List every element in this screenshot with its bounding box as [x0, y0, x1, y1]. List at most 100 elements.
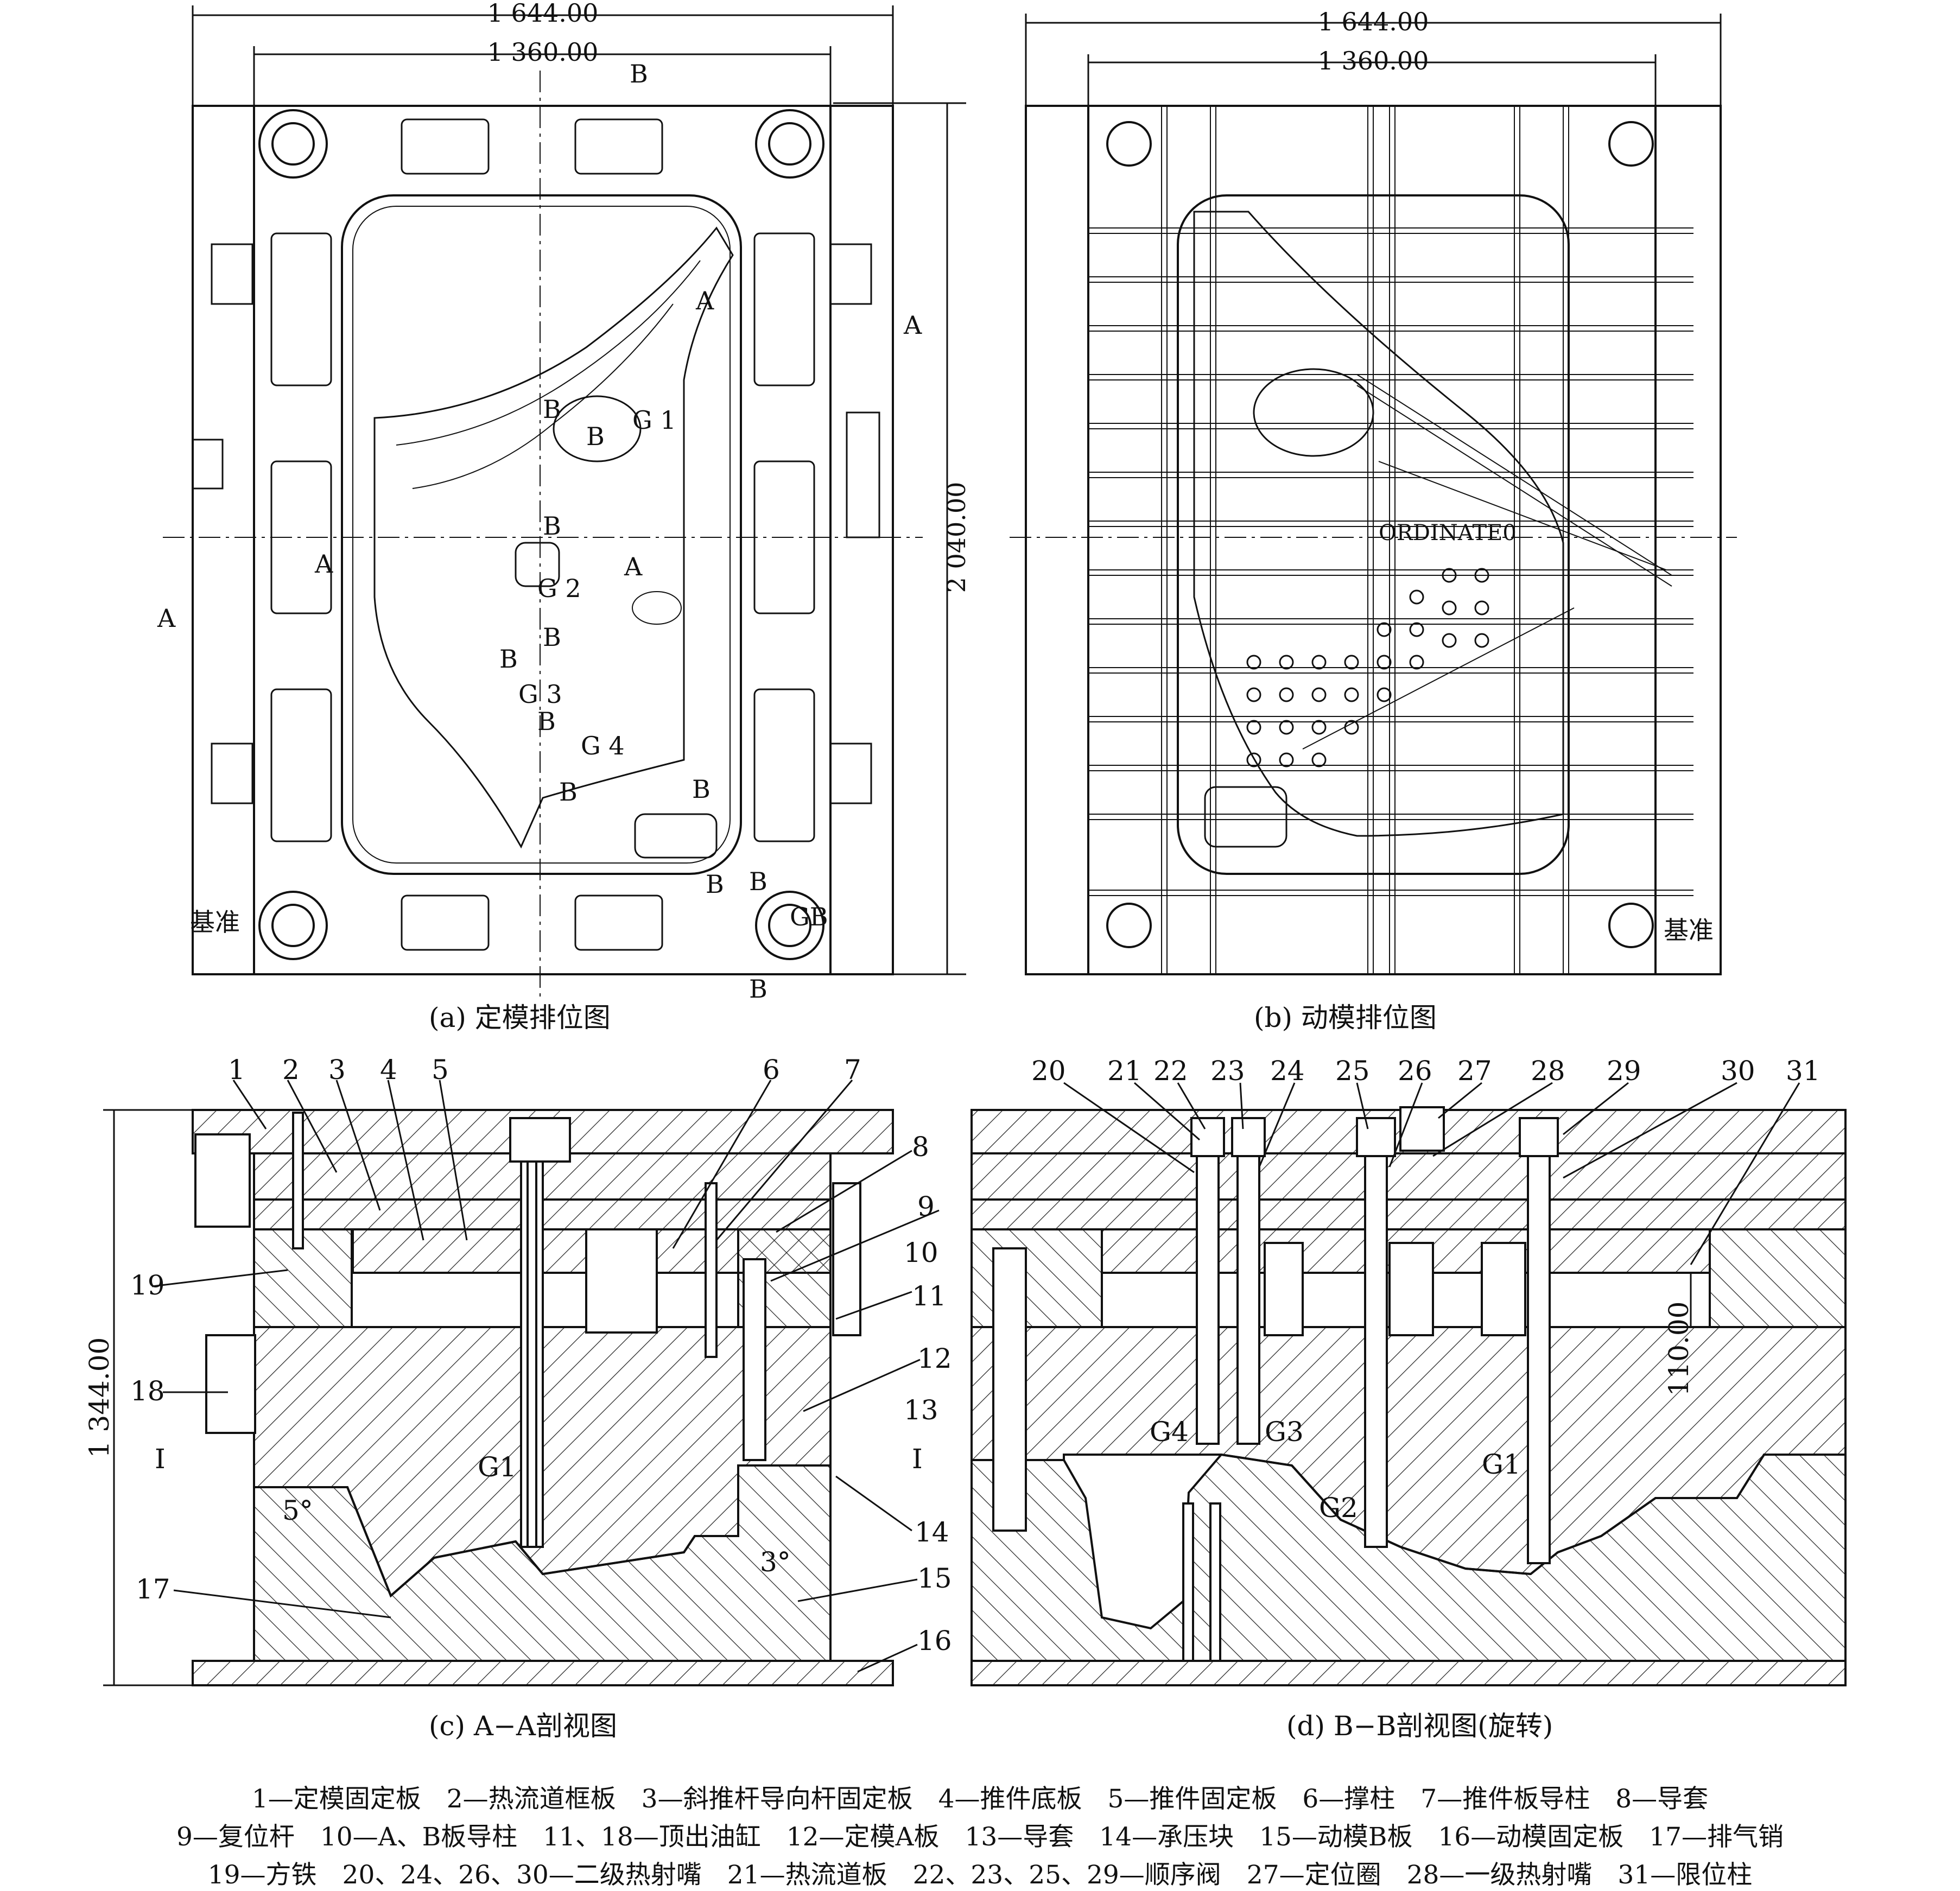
view-d-callout-27: 27 — [1457, 1055, 1492, 1087]
view-b-part-contour — [1193, 211, 1564, 837]
view-a-label-b4: B — [543, 623, 561, 652]
view-b-origin-label: ORDINATE0 — [1379, 521, 1517, 545]
view-c-callout-13: 13 — [904, 1394, 938, 1426]
view-c-callout-1: 1 — [228, 1054, 245, 1086]
view-d-section-bb — [971, 1082, 1847, 1686]
view-a-centerlines — [163, 71, 923, 999]
view-d-spacer-left — [971, 1228, 1103, 1328]
legend-line-1: 1—定模固定板 2—热流道框板 3—斜推杆导向杆固定板 4—推件底板 5—推件固… — [251, 1784, 1709, 1814]
view-c-callout-14: 14 — [915, 1516, 949, 1548]
view-c-callout-17: 17 — [136, 1573, 170, 1605]
view-b-moving-mold-layout — [1010, 14, 1737, 975]
view-d-caption: (d) B−B剖视图(旋转) — [1286, 1710, 1553, 1742]
view-a-section-a-left: A — [157, 604, 176, 633]
view-c-callout-15: 15 — [917, 1563, 952, 1594]
view-b-dim-inner: 1 360.00 — [1318, 46, 1429, 75]
view-d-callout-29: 29 — [1607, 1055, 1641, 1087]
view-a-gate-b: GB — [790, 902, 828, 931]
view-a-label-b5: B — [499, 644, 518, 674]
view-c-caption: (c) A−A剖视图 — [429, 1710, 618, 1742]
view-c-callout-18: 18 — [130, 1375, 165, 1407]
view-c-callout-8: 8 — [912, 1131, 929, 1163]
view-d-dim-stroke: 110.00 — [1663, 1302, 1695, 1397]
view-c-gate: G1 — [478, 1451, 517, 1483]
view-d-plate-16 — [971, 1660, 1847, 1686]
view-d-plate-2 — [971, 1152, 1847, 1201]
view-c-hot-nozzle — [520, 1155, 544, 1548]
view-a-annotations: 1 644.00 1 360.00 2 040.00 B B A A A A A… — [157, 0, 971, 1004]
view-a-dim-outer: 1 644.00 — [487, 0, 599, 28]
view-c-annotations: 1 344.00 5° 3° G1 I I 1 2 3 4 5 6 7 8 9 … — [84, 1054, 952, 1657]
view-c-leaders — [151, 1080, 940, 1673]
view-b-guide-bushings — [1106, 121, 1654, 948]
view-d-callout-21: 21 — [1107, 1055, 1142, 1087]
view-c-callout-9: 9 — [917, 1191, 935, 1222]
view-c-angle-left: 5° — [282, 1495, 313, 1526]
view-d-leaders — [1063, 1082, 1800, 1265]
view-a-label-b6: B — [537, 707, 556, 736]
view-b-dimensions — [1025, 14, 1722, 109]
view-c-callout-3: 3 — [328, 1054, 346, 1086]
view-c-section-mark-left: I — [155, 1443, 166, 1475]
view-a-gate-4: G 4 — [581, 731, 625, 760]
view-b-dim-outer: 1 644.00 — [1318, 7, 1429, 36]
view-c-callout-11: 11 — [912, 1280, 947, 1312]
view-d-spacer-right — [1709, 1228, 1847, 1328]
view-c-callout-7: 7 — [844, 1054, 861, 1086]
view-a-part-contour — [373, 226, 734, 849]
view-d-callout-22: 22 — [1153, 1055, 1188, 1087]
view-d-gate-3: G3 — [1265, 1416, 1304, 1448]
view-a-label-b10: B — [749, 867, 767, 896]
view-c-section-mark-right: I — [912, 1443, 923, 1475]
view-d-annotations: 110.00 G4 G3 G2 G1 20 21 22 23 24 25 26 … — [1031, 1055, 1821, 1524]
view-d-gate-4: G4 — [1150, 1416, 1189, 1448]
view-c-callout-16: 16 — [917, 1625, 952, 1657]
view-c-angle-right: 3° — [760, 1546, 791, 1578]
view-a-guide-bushings — [258, 109, 824, 960]
view-b-caption: (b) 动模排位图 — [1254, 1002, 1437, 1033]
view-a-label-a1: A — [695, 286, 714, 315]
view-d-gate-2: G2 — [1319, 1492, 1358, 1524]
view-c-callout-5: 5 — [432, 1054, 449, 1086]
view-b-cooling-channels — [1088, 227, 1693, 896]
view-a-label-b2: B — [586, 422, 605, 451]
view-a-support-pads — [270, 118, 815, 951]
legend-line-3: 19—方铁 20、24、26、30—二级热射嘴 21—热流道板 22、23、25… — [207, 1860, 1753, 1890]
view-a-cavity-outline — [341, 194, 742, 875]
view-a-label-b7: B — [559, 777, 578, 807]
view-a-label-b3: B — [543, 511, 561, 541]
view-a-gate-3: G 3 — [518, 680, 562, 709]
view-a-fixed-mold-layout — [163, 5, 966, 999]
view-a-label-a3: A — [624, 552, 643, 581]
view-a-dimensions — [192, 5, 966, 975]
view-d-callout-23: 23 — [1210, 1055, 1245, 1087]
view-c-section-aa — [103, 1080, 940, 1686]
view-c-callout-4: 4 — [380, 1054, 397, 1086]
view-d-callout-30: 30 — [1721, 1055, 1755, 1087]
view-d-gate-1: G1 — [1482, 1449, 1521, 1480]
view-d-hot-nozzles — [1190, 1106, 1559, 1564]
view-d-callout-28: 28 — [1531, 1055, 1565, 1087]
view-a-gate-2: G 2 — [537, 574, 581, 603]
view-a-inner-plate — [253, 105, 832, 975]
view-c-callout-19: 19 — [130, 1270, 165, 1301]
view-d-callout-25: 25 — [1335, 1055, 1370, 1087]
view-a-label-b1: B — [543, 395, 561, 424]
view-b-datum: 基准 — [1664, 916, 1714, 945]
view-a-label-a2: A — [314, 549, 333, 579]
view-c-plate-b — [253, 1464, 832, 1662]
view-b-annotations: 1 644.00 1 360.00 基准 ORDINATE0 — [1318, 7, 1714, 945]
view-b-inner-plate — [1087, 105, 1657, 975]
view-a-datum: 基准 — [190, 908, 240, 937]
view-c-plate-16 — [192, 1660, 894, 1686]
view-c-callout-10: 10 — [904, 1237, 938, 1268]
view-a-label-b8: B — [692, 775, 711, 804]
view-a-gate-1: G 1 — [632, 405, 676, 435]
view-a-dim-inner: 1 360.00 — [487, 37, 599, 67]
view-a-section-a-right: A — [903, 310, 922, 340]
view-b-ejector-pins — [1246, 568, 1489, 767]
view-c-callout-6: 6 — [763, 1054, 780, 1086]
view-c-dim-height: 1 344.00 — [84, 1337, 115, 1458]
view-a-caption: (a) 定模排位图 — [429, 1002, 611, 1033]
